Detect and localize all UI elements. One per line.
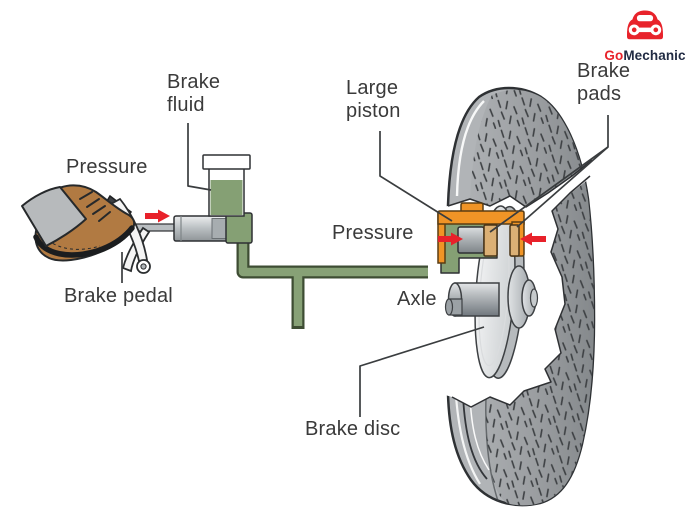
reservoir-cap (202, 154, 251, 170)
brake-caliper (437, 202, 525, 274)
leader-large-piston (379, 131, 453, 222)
leader-brake-disc (359, 326, 485, 417)
brake-pad-outer (509, 224, 520, 257)
label-brake-pedal: Brake pedal (64, 285, 173, 307)
arrow-pedal-right-icon (145, 209, 170, 223)
shoe-laces (79, 191, 111, 222)
shoe-stitching (47, 239, 101, 250)
shoe-sole (33, 225, 135, 258)
logo-text-go: Go (604, 48, 624, 63)
label-brake-pads: Brake pads (577, 60, 631, 105)
pivot-pin (140, 263, 147, 270)
large-piston-part (457, 226, 485, 254)
cylinder-head (225, 212, 253, 244)
sidewall-highlight-top (455, 100, 485, 197)
rim-arc (462, 395, 488, 480)
logo-wordmark: GoMechanic (598, 47, 692, 65)
axle-shaft (444, 282, 500, 317)
label-pressure-pedal: Pressure (66, 156, 148, 178)
brake-pad-inner (483, 224, 498, 257)
foot-on-pedal (21, 184, 136, 262)
pressure-arrows (145, 209, 546, 246)
leader-brake-pads-2 (516, 146, 609, 228)
master-cylinder (125, 154, 253, 244)
gomechanic-logo: GoMechanic (598, 6, 692, 65)
leader-brake-fluid (187, 123, 212, 191)
reservoir-fluid (210, 180, 243, 215)
arrow-caliper-right-icon (520, 232, 546, 246)
label-axle: Axle (397, 288, 437, 310)
hydraulic-line (236, 232, 456, 329)
logo-text-mechanic: Mechanic (623, 48, 686, 63)
leader-lines (121, 115, 609, 417)
label-brake-disc: Brake disc (305, 418, 401, 440)
car-icon (627, 10, 663, 40)
wheel-hub (507, 265, 539, 329)
label-large-piston: Large piston (346, 77, 401, 122)
pant-leg (21, 186, 87, 247)
label-pressure-caliper: Pressure (332, 222, 414, 244)
arrow-caliper-left-icon (438, 232, 463, 246)
label-brake-fluid: Brake fluid (167, 71, 221, 116)
